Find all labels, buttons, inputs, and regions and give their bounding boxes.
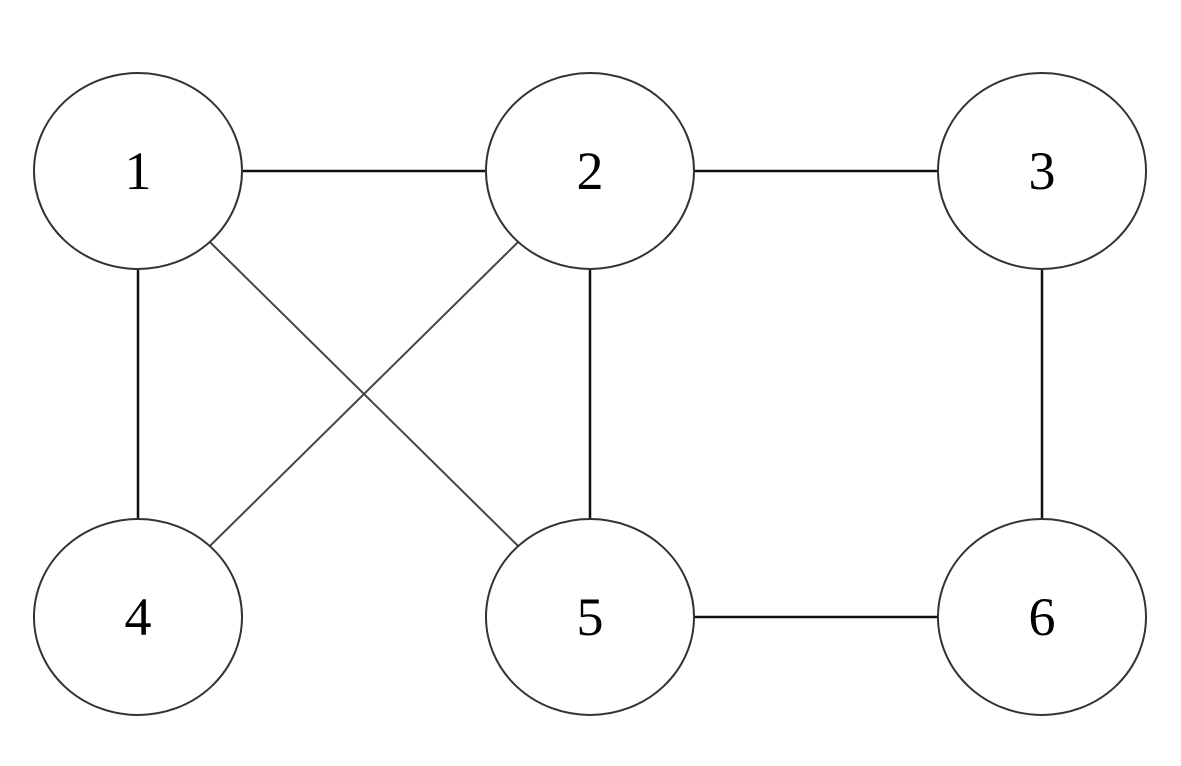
nodes-layer: 1 2 3 4 5 6 (33, 72, 1147, 716)
node-label: 1 (125, 141, 152, 201)
node-3: 3 (937, 72, 1147, 270)
node-circle (937, 518, 1147, 716)
node-6: 6 (937, 518, 1147, 716)
edges-layer (136, 169, 1044, 619)
node-circle (33, 72, 243, 270)
node-circle (485, 72, 695, 270)
node-circle (937, 72, 1147, 270)
node-circle (33, 518, 243, 716)
node-2: 2 (485, 72, 695, 270)
node-4: 4 (33, 518, 243, 716)
node-label: 4 (125, 587, 152, 647)
node-5: 5 (485, 518, 695, 716)
node-label: 5 (577, 587, 604, 647)
node-circle (485, 518, 695, 716)
node-label: 3 (1029, 141, 1056, 201)
node-1: 1 (33, 72, 243, 270)
node-label: 6 (1029, 587, 1056, 647)
node-label: 2 (577, 141, 604, 201)
edge-2-4 (209, 241, 519, 547)
